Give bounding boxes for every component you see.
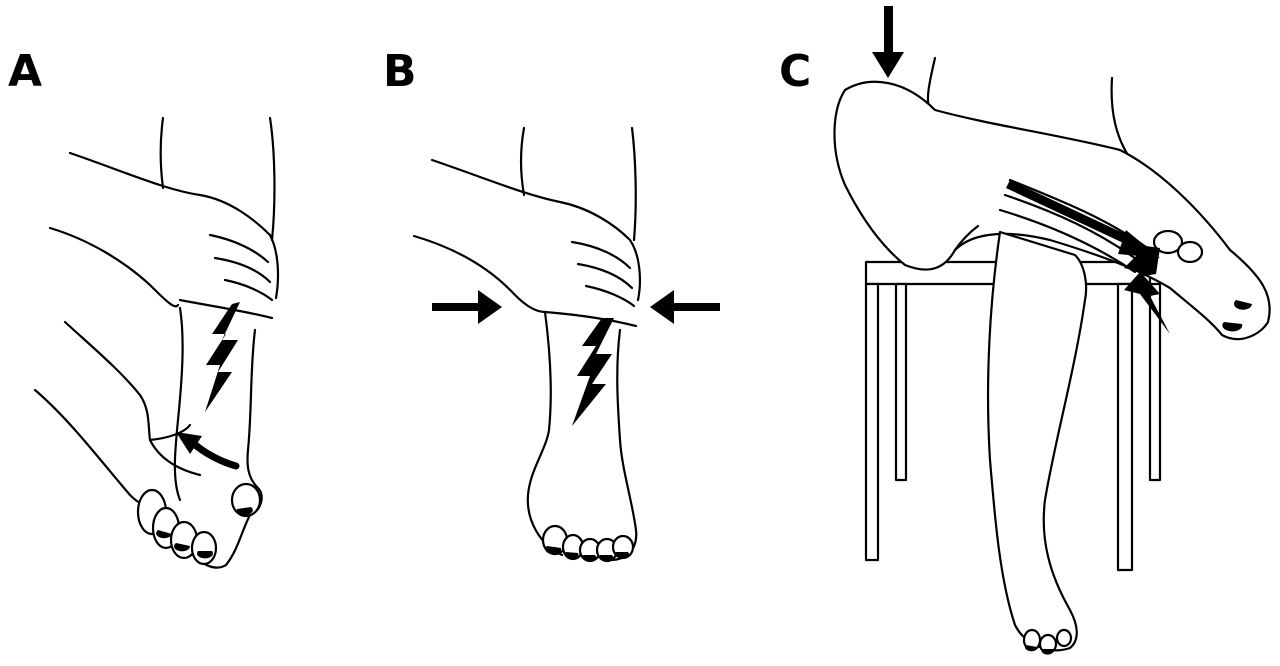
right-arrow-icon xyxy=(650,290,720,324)
panel-a-foot-illustration xyxy=(33,116,280,569)
left-arrow-icon xyxy=(432,290,502,324)
panel-b: B xyxy=(383,46,720,563)
panel-c-label: C xyxy=(779,46,811,97)
lightning-bolt-icon xyxy=(572,318,614,426)
down-arrow-icon xyxy=(872,6,904,78)
panel-c: C xyxy=(779,6,1271,655)
panel-b-label: B xyxy=(383,46,417,97)
panel-a: A xyxy=(8,46,280,569)
curved-arrow-icon xyxy=(176,432,240,470)
panel-a-label: A xyxy=(8,46,42,97)
lightning-bolt-icon xyxy=(205,302,240,412)
seated-leg-illustration xyxy=(833,56,1271,655)
panel-b-foot-illustration xyxy=(412,126,641,563)
lightning-bolt-icon xyxy=(1124,246,1170,334)
